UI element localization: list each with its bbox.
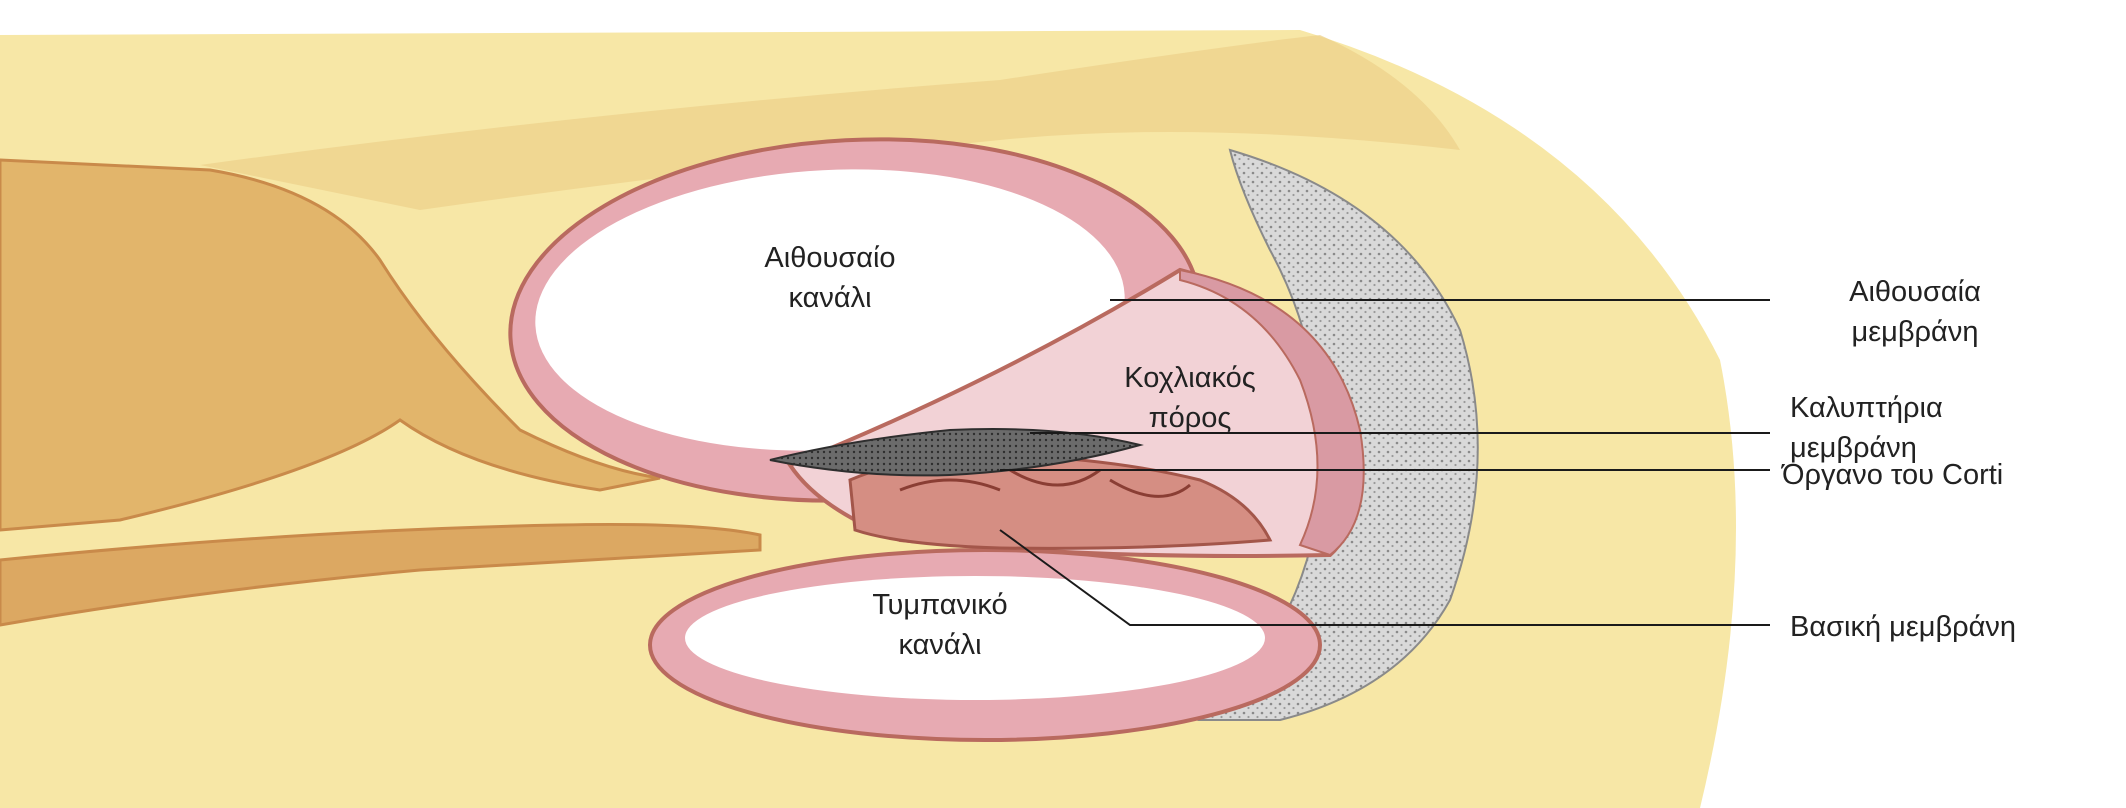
- label-basilar-membrane-line1: Βασική μεμβράνη: [1790, 607, 2110, 647]
- label-vestibular-canal: Αιθουσαίο κανάλι: [720, 238, 940, 318]
- label-organ-of-corti-line1: Όργανο του Corti: [1782, 455, 2102, 495]
- label-vestibular-membrane-line1: Αιθουσαία: [1800, 272, 2030, 312]
- label-organ-of-corti: Όργανο του Corti: [1782, 455, 2102, 495]
- label-tympanic-canal: Τυμπανικό κανάλι: [830, 585, 1050, 665]
- label-tectorial-membrane-line1: Καλυπτήρια: [1790, 388, 2050, 428]
- label-vestibular-membrane: Αιθουσαία μεμβράνη: [1800, 272, 2030, 352]
- label-vestibular-canal-line1: Αιθουσαίο: [720, 238, 940, 278]
- label-tympanic-canal-line1: Τυμπανικό: [830, 585, 1050, 625]
- label-basilar-membrane: Βασική μεμβράνη: [1790, 607, 2110, 647]
- label-tympanic-canal-line2: κανάλι: [830, 625, 1050, 665]
- label-vestibular-canal-line2: κανάλι: [720, 278, 940, 318]
- label-cochlear-duct-line2: πόρος: [1080, 398, 1300, 438]
- label-cochlear-duct: Κοχλιακός πόρος: [1080, 358, 1300, 438]
- label-vestibular-membrane-line2: μεμβράνη: [1800, 312, 2030, 352]
- label-cochlear-duct-line1: Κοχλιακός: [1080, 358, 1300, 398]
